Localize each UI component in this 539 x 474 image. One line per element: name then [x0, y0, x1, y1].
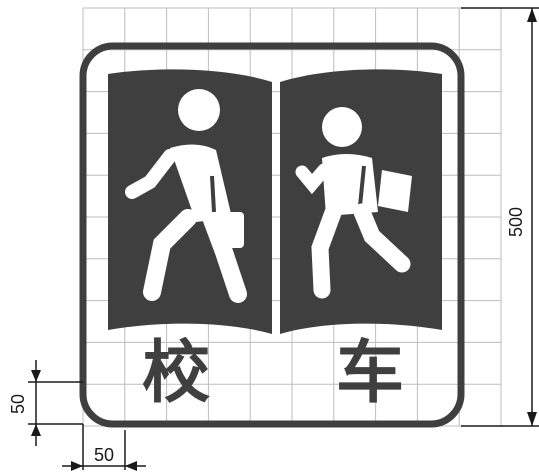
sign-char-left: 校	[142, 334, 210, 413]
left-figure-torso	[170, 144, 232, 222]
right-figure-arm	[295, 163, 331, 195]
right-figure-head	[322, 107, 362, 147]
overall-height-dimension	[461, 7, 539, 427]
cell-width-dimension	[62, 424, 146, 471]
left-figure-head	[178, 89, 220, 131]
cell-width-label: 50	[94, 445, 114, 465]
overall-height-label: 500	[506, 207, 526, 237]
cell-height-dimension	[28, 360, 83, 446]
left-figure-back-leg	[143, 209, 197, 301]
left-figure-strap	[210, 175, 216, 213]
sign-char-right: 车	[336, 334, 404, 413]
left-figure-bag	[216, 212, 244, 248]
cell-height-label: 50	[8, 394, 28, 414]
running-student-figure	[295, 107, 412, 299]
walking-student-figure	[125, 89, 247, 303]
right-figure-back-leg	[311, 201, 343, 299]
right-figure-front-leg	[353, 203, 411, 273]
right-figure-strap	[358, 165, 366, 207]
right-figure-bag	[378, 170, 412, 212]
left-figure-arm	[125, 149, 177, 199]
sign-frame	[79, 42, 465, 428]
